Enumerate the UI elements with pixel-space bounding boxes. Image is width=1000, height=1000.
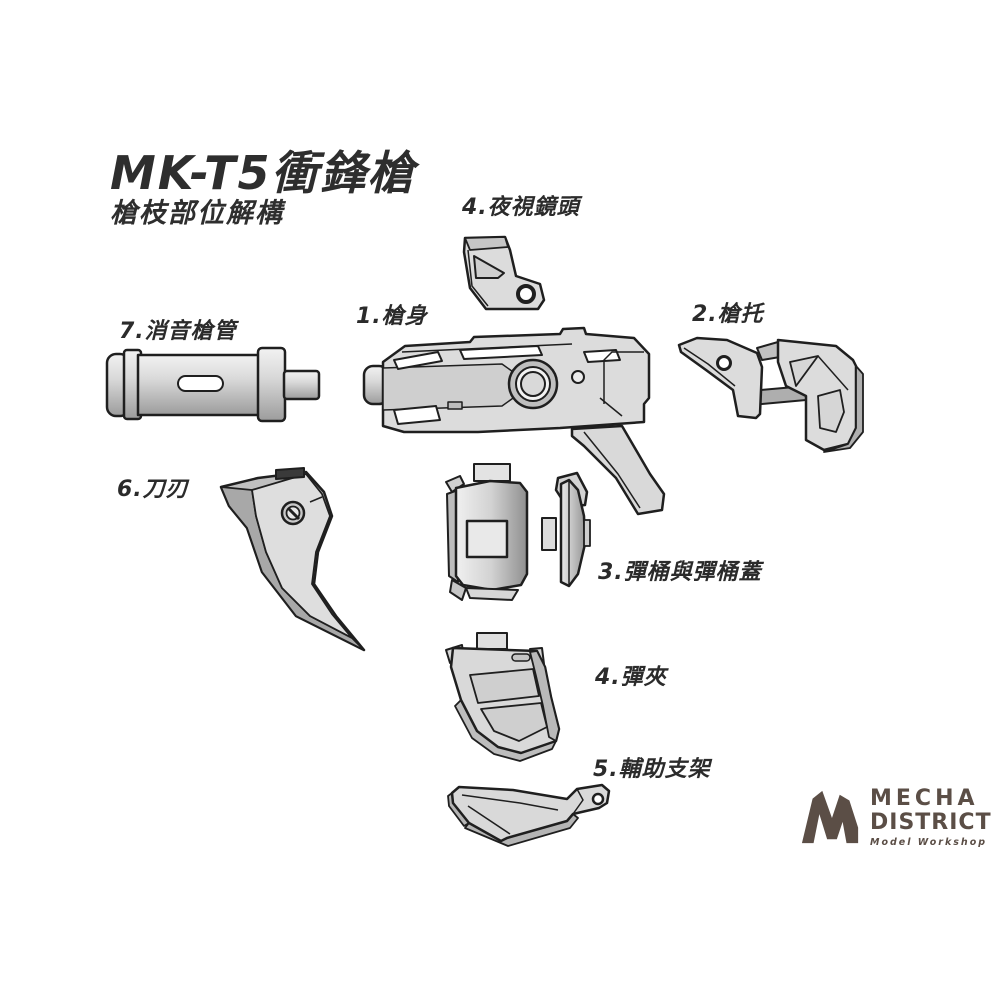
- label-gun-body: 1.槍身: [356, 304, 428, 329]
- brand-logo: MECHA DISTRICT Model Workshop: [800, 786, 992, 848]
- logo-text-district: DISTRICT: [870, 810, 992, 835]
- auxiliary-bracket-drawing: [447, 783, 611, 847]
- logo-text-workshop: Model Workshop: [870, 837, 988, 848]
- page-title: MK-T5衝鋒槍: [110, 146, 416, 200]
- mecha-district-m-icon: [801, 790, 859, 844]
- label-ammo-drum-and-cover: 3.彈桶與彈桶蓋: [598, 560, 762, 585]
- logo-text-mecha: MECHA: [870, 786, 979, 811]
- label-magazine: 4.彈夾: [595, 665, 667, 690]
- gun-body-drawing: [362, 326, 666, 516]
- label-gun-stock: 2.槍托: [692, 302, 764, 327]
- label-night-vision-lens: 4.夜視鏡頭: [462, 195, 580, 220]
- page-subtitle: 槍枝部位解構: [110, 198, 284, 229]
- gun-stock-drawing: [677, 336, 864, 453]
- night-vision-lens-drawing: [462, 235, 546, 311]
- silencer-barrel-drawing: [105, 346, 321, 423]
- ammo-drum-drawing: [445, 463, 591, 601]
- blade-drawing: [219, 467, 366, 652]
- label-auxiliary-bracket: 5.輔助支架: [593, 757, 711, 782]
- magazine-drawing: [445, 632, 561, 762]
- label-silencer-barrel: 7.消音槍管: [119, 319, 237, 344]
- label-blade: 6.刀刃: [117, 477, 189, 502]
